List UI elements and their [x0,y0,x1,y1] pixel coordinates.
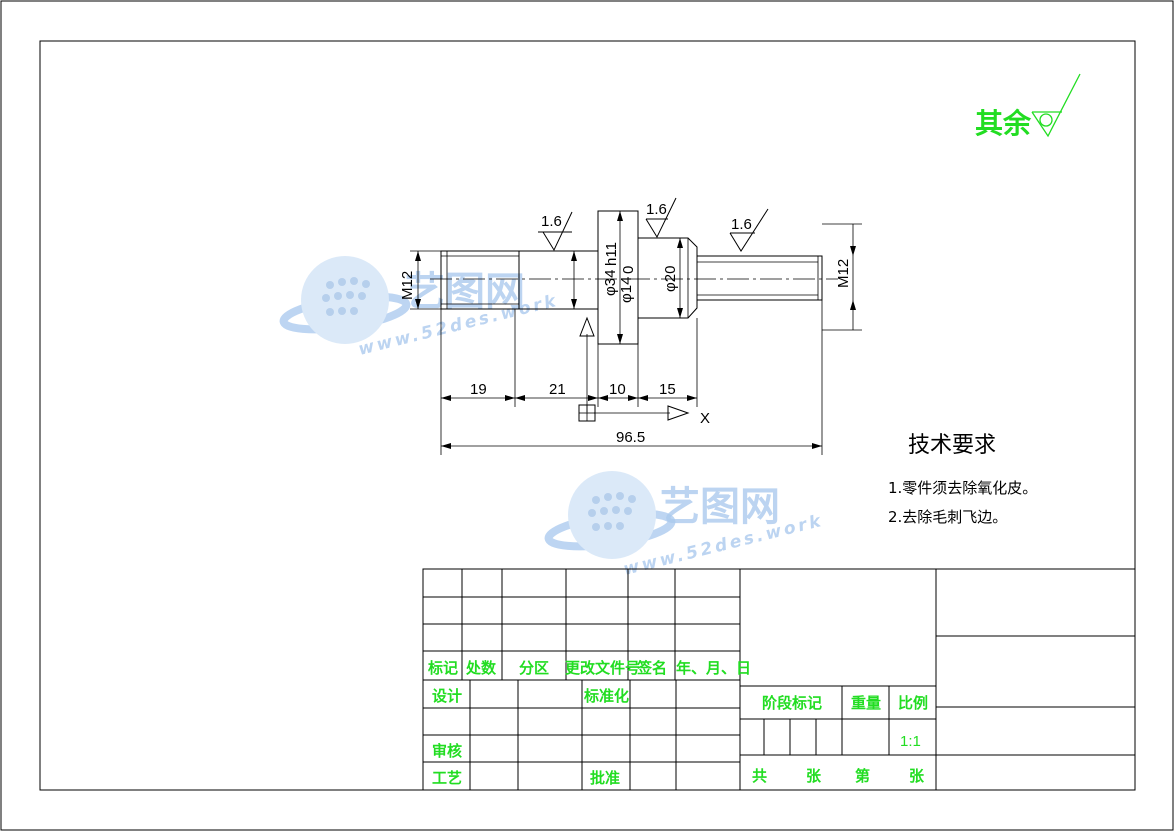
tb-nth: 第 [855,767,870,785]
sheet-inner-border [39,40,1136,791]
tech-requirements: 技术要求 1.零件须去除氧化皮。 2.去除毛刺飞边。 [888,433,1037,526]
tb-total: 共 [752,767,767,785]
tb-design: 设计 [432,687,462,705]
dim-thread-right: M12 [835,259,852,288]
watermark-center: 艺图网 www.52des.work [544,471,826,580]
dim-dia-flange-tol: h11 [603,242,620,266]
title-block: 标记 处数 分区 更改文件号 签名 年、月、日 设计 标准化 审核 工艺 批准 … [422,568,1136,791]
tb-sheets: 张 [806,767,822,785]
tb-sheet2: 张 [909,767,925,785]
dim-len-3: 10 [609,381,626,398]
tech-item-2: 2.去除毛刺飞边。 [888,508,1007,526]
rest-roughness-label: 其余 [975,107,1032,140]
tb-approve: 批准 [590,769,620,787]
tb-weight: 重量 [851,694,881,712]
axis-symbol: X [578,316,710,427]
roughness-value-2: 1.6 [646,201,667,218]
watermark-brand: 艺图网 [660,484,780,530]
tb-process: 工艺 [432,769,462,787]
dim-len-1: 19 [470,381,487,398]
tb-mark: 标记 [427,659,458,677]
dim-thread-left: M12 [399,271,416,300]
tb-count: 处数 [465,659,497,677]
rest-roughness-symbol: 其余 [975,73,1081,140]
dim-dia-bore: φ14 [618,277,635,303]
watermark-brand: 艺图网 [405,269,525,315]
dim-dia-bore-tol: 0 [620,266,637,274]
dimension-lines: 19 21 10 15 96.5 M12 M12 φ34 h11 φ14 0 φ… [399,211,862,455]
tb-standardize: 标准化 [583,687,629,705]
roughness-symbol-3: 1.6 [729,208,769,252]
dim-len-4: 15 [659,381,676,398]
roughness-value-1: 1.6 [541,213,562,230]
roughness-symbol-1: 1.6 [538,211,573,252]
dim-dia-shoulder: φ20 [662,266,679,292]
roughness-value-3: 1.6 [731,216,752,233]
tech-title: 技术要求 [908,433,996,458]
axis-x-label: X [700,410,710,427]
tech-item-1: 1.零件须去除氧化皮。 [888,479,1037,497]
tb-review: 审核 [432,742,462,760]
dim-len-2: 21 [549,381,566,398]
tb-change-doc: 更改文件号 [565,659,640,677]
tb-sign: 签名 [636,659,667,677]
tb-scale-value: 1:1 [900,733,921,750]
tb-stage-mark: 阶段标记 [762,694,822,712]
tb-zone: 分区 [519,659,549,677]
dim-len-total: 96.5 [616,429,645,446]
tb-date: 年、月、日 [676,659,751,677]
tb-scale: 比例 [898,694,928,712]
dim-dia-flange: φ34 [602,270,619,296]
roughness-symbol-2: 1.6 [645,197,677,239]
